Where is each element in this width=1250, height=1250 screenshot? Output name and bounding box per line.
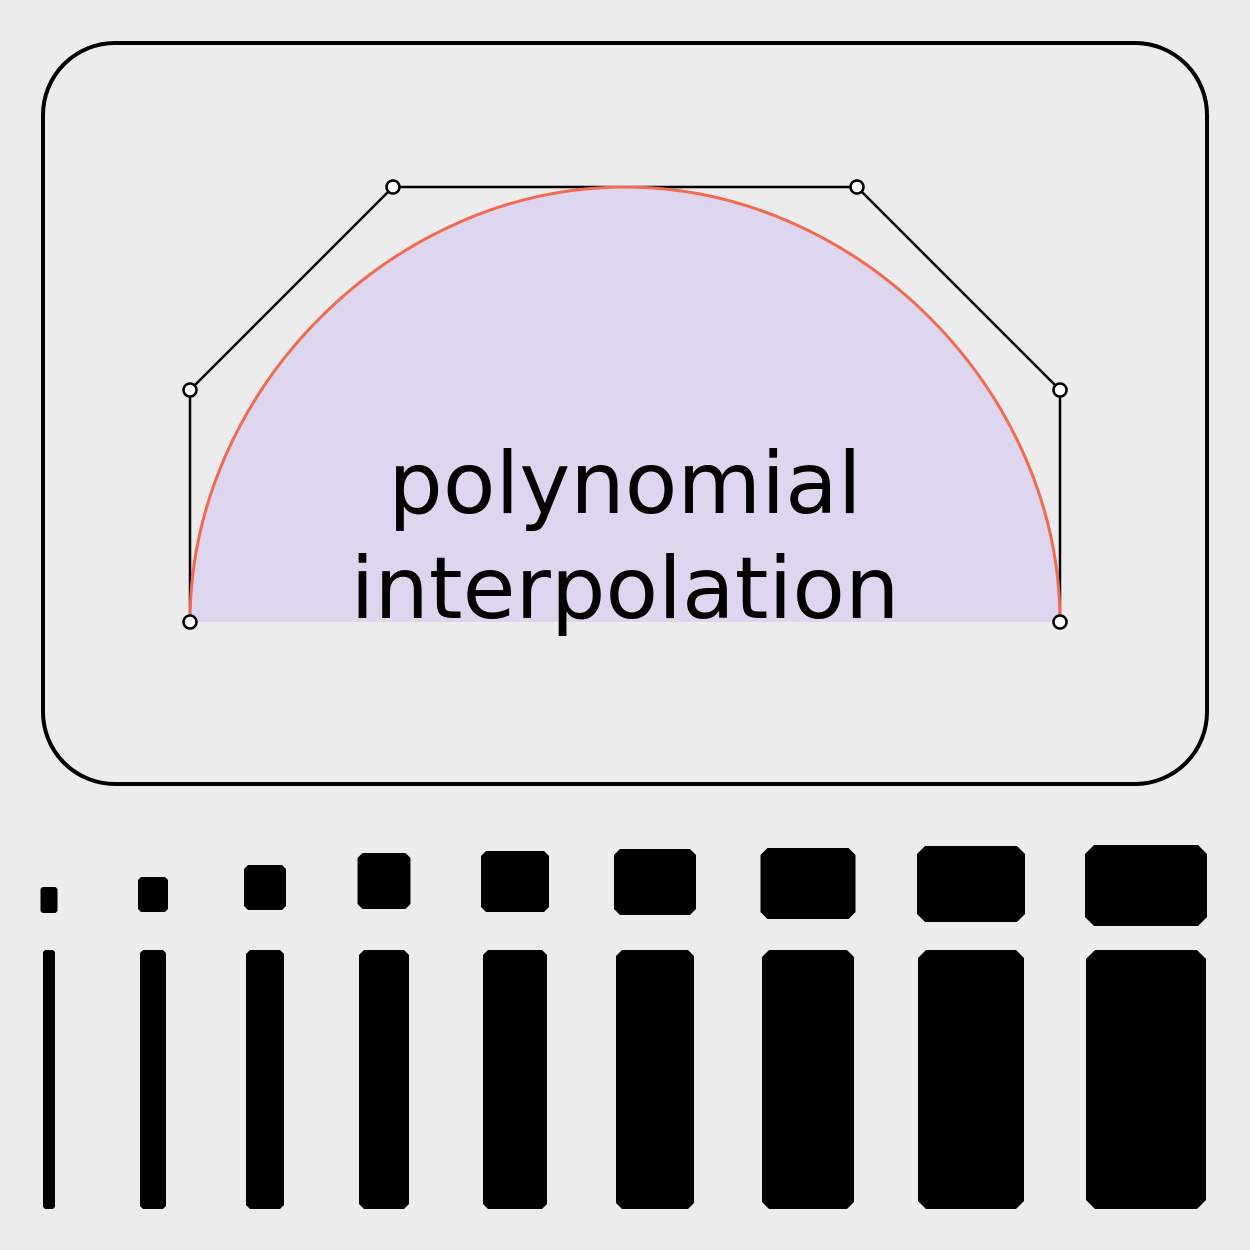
control-point-icon[interactable] bbox=[182, 382, 198, 398]
control-point-icon[interactable] bbox=[1052, 614, 1068, 630]
title-line-2: interpolation bbox=[351, 539, 900, 639]
bar-bottom-9 bbox=[1086, 950, 1206, 1209]
bar-bottom-8 bbox=[918, 950, 1024, 1209]
bar-top-6 bbox=[614, 849, 696, 915]
rounded-frame bbox=[41, 41, 1209, 786]
control-point-icon[interactable] bbox=[849, 179, 865, 195]
bar-bottom-6 bbox=[616, 950, 694, 1209]
title-line-1: polynomial bbox=[388, 434, 861, 534]
interpolating-curve bbox=[188, 185, 1062, 623]
bar-top-5 bbox=[481, 851, 549, 912]
bar-top-2 bbox=[138, 877, 168, 912]
control-point-icon[interactable] bbox=[182, 614, 198, 630]
control-point-icon[interactable] bbox=[1052, 382, 1068, 398]
bar-bottom-1 bbox=[43, 950, 55, 1209]
bar-top-1 bbox=[40, 887, 58, 913]
control-handles bbox=[182, 179, 1068, 630]
control-point-icon[interactable] bbox=[385, 179, 401, 195]
bar-top-8 bbox=[917, 846, 1025, 922]
glyph-weight-bars bbox=[40, 845, 1207, 1209]
bar-bottom-3 bbox=[246, 950, 284, 1209]
bar-bottom-5 bbox=[483, 950, 547, 1209]
bar-top-7 bbox=[760, 848, 856, 919]
bar-bottom-2 bbox=[140, 950, 166, 1209]
curve-fill-area bbox=[190, 187, 1060, 622]
bar-top-4 bbox=[357, 853, 411, 909]
bar-top-3 bbox=[244, 865, 286, 910]
bar-top-9 bbox=[1085, 845, 1207, 926]
bar-bottom-4 bbox=[359, 950, 409, 1209]
bar-bottom-7 bbox=[762, 950, 854, 1209]
